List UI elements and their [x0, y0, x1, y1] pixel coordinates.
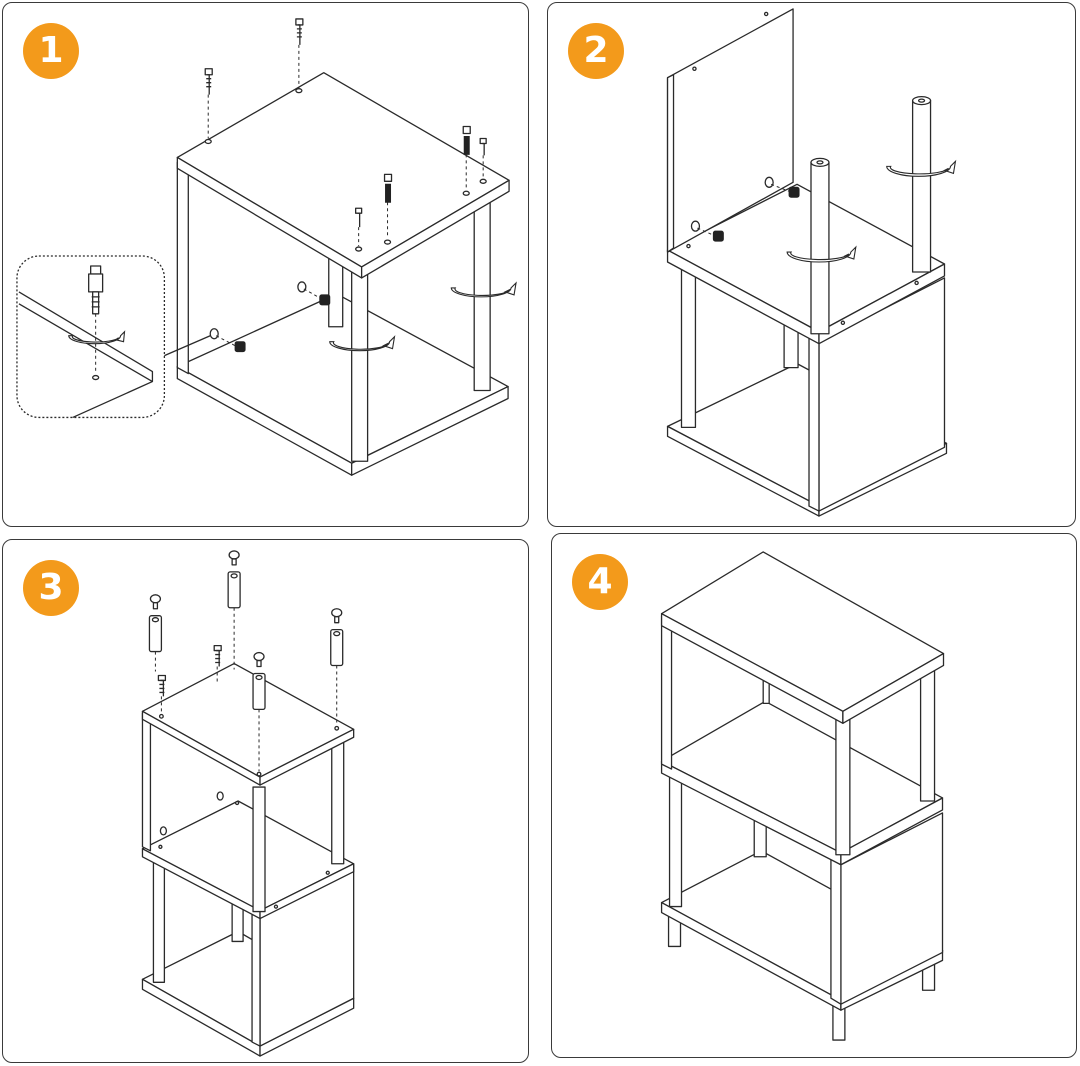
- dowel-icon: [253, 673, 265, 709]
- step-3-panel: 3: [2, 539, 529, 1063]
- upper-right-leg: [921, 664, 935, 801]
- hole-icon: [765, 12, 768, 15]
- hole-icon: [236, 801, 239, 804]
- rotate-arrow-icon: [787, 247, 856, 262]
- upper-right-leg: [332, 739, 344, 864]
- cap-screw-icon: [253, 653, 265, 776]
- top-board-right-edge: [260, 729, 354, 785]
- hole-icon: [693, 67, 696, 70]
- cam-hole: [298, 282, 306, 292]
- rotate-arrow-icon: [887, 161, 956, 176]
- cam-lock-icon: [713, 231, 723, 241]
- cam-hole: [691, 221, 699, 231]
- step-1-panel: 1: [2, 2, 529, 527]
- cam-hole: [160, 827, 166, 835]
- hole-icon: [326, 871, 329, 874]
- rotate-arrow-icon: [330, 337, 395, 351]
- left-side-panel: [177, 162, 188, 373]
- right-leg: [474, 196, 490, 390]
- step-2-panel: 2: [547, 2, 1076, 527]
- step-1-illustration: [3, 3, 528, 526]
- cam-bolt-icon: [385, 174, 392, 244]
- upper-back-panel: [142, 713, 150, 850]
- rotate-arrow-icon: [69, 332, 125, 344]
- detail-view: [19, 266, 152, 417]
- screw-icon: [296, 19, 303, 93]
- side-panel-edge: [809, 336, 819, 511]
- screw-icon: [158, 675, 165, 718]
- cam-hole: [765, 177, 773, 187]
- top-board: [142, 664, 353, 778]
- step-4-badge: 4: [572, 554, 628, 610]
- cam-hole: [210, 329, 218, 339]
- step-1-badge: 1: [23, 23, 79, 79]
- hole-icon: [841, 321, 844, 324]
- detail-callout: [17, 256, 164, 417]
- step-2-badge: 2: [568, 23, 624, 79]
- upper-front-leg: [253, 787, 265, 912]
- front-leg: [352, 264, 368, 461]
- hole-icon: [687, 244, 690, 247]
- cam-lock-icon: [789, 187, 799, 197]
- callout-pointer: [164, 336, 210, 356]
- screw-icon: [214, 646, 221, 684]
- cam-bolt-icon: [463, 127, 470, 196]
- step-4-illustration: [552, 534, 1076, 1057]
- step-3-illustration: [3, 540, 528, 1062]
- hole-icon: [274, 905, 277, 908]
- step-4-panel: 4: [551, 533, 1077, 1058]
- cap-screw-icon: [228, 551, 240, 670]
- front-left-leg: [681, 264, 695, 427]
- top-board-right-edge: [843, 654, 944, 724]
- top-board: [177, 73, 509, 267]
- middle-shelf-right-edge: [819, 264, 945, 344]
- upper-back-panel: [662, 616, 672, 769]
- middle-shelf-right-edge: [841, 798, 943, 865]
- dowel-icon: [331, 630, 343, 666]
- screw-icon: [356, 208, 362, 251]
- dowel-icon: [149, 616, 161, 652]
- cap-screw-icon: [331, 609, 343, 730]
- post-icon: [913, 97, 931, 272]
- lower-front-leg: [153, 861, 164, 983]
- hole-icon: [915, 281, 918, 284]
- top-board-right-edge: [362, 180, 509, 278]
- rotate-arrow-icon: [451, 283, 516, 297]
- cam-lock-icon: [235, 342, 245, 352]
- screw-icon: [480, 138, 486, 183]
- screw-icon: [205, 69, 212, 144]
- cam-hole: [217, 792, 223, 800]
- hole-icon: [159, 845, 162, 848]
- middle-shelf-right-edge: [260, 864, 354, 919]
- post-icon: [811, 158, 829, 333]
- step-2-illustration: [548, 3, 1075, 526]
- lower-front-left-leg: [670, 769, 682, 906]
- step-3-badge: 3: [23, 560, 79, 616]
- upper-front-leg: [836, 711, 850, 854]
- lower-side-edge: [252, 909, 260, 1046]
- lower-side-edge: [831, 859, 841, 1004]
- cam-lock-icon: [320, 295, 330, 305]
- bottom-board-right-edge: [352, 387, 508, 476]
- cap-screw-icon: [149, 595, 161, 672]
- back-panel-edge: [668, 75, 674, 252]
